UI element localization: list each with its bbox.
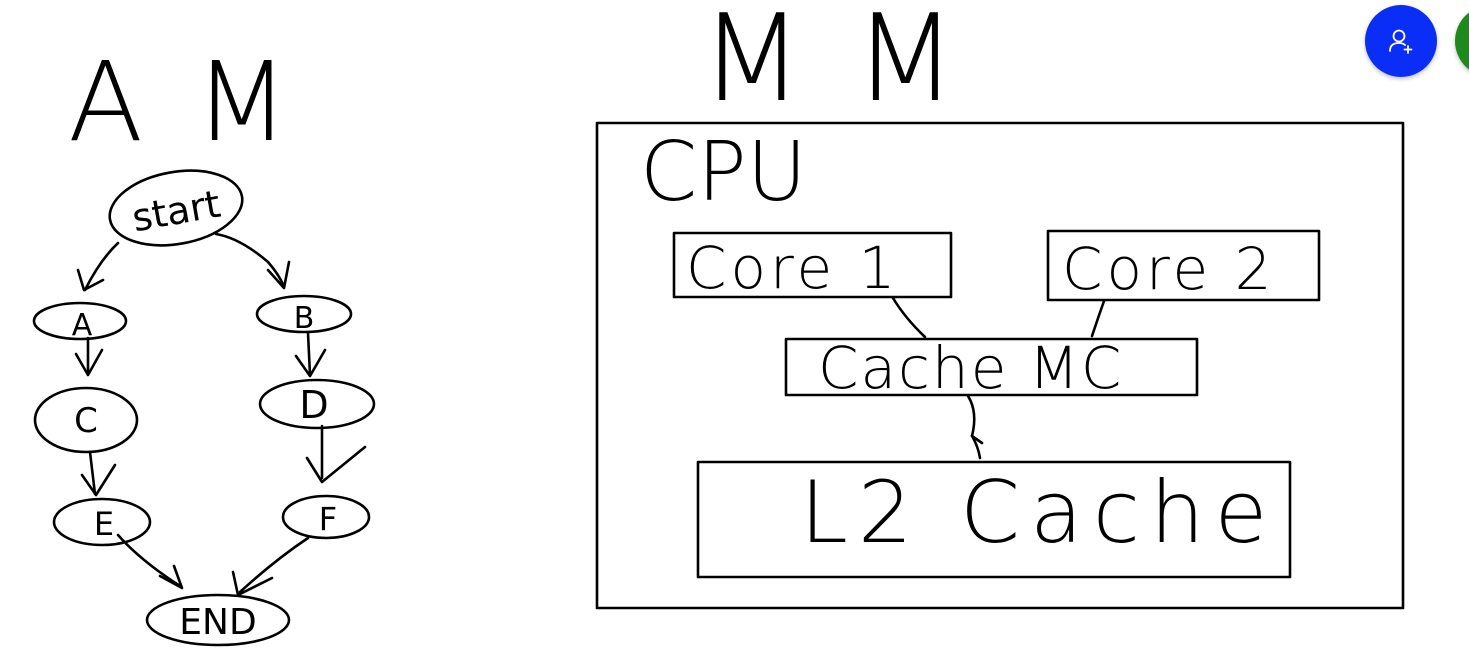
arrow-b-to-d xyxy=(294,331,327,378)
core1-box xyxy=(672,231,953,299)
node-f-label: F xyxy=(319,500,337,538)
left-heading: A M xyxy=(68,38,297,166)
cache-mc-box xyxy=(784,337,1199,397)
arrow-d-to-f xyxy=(305,424,367,484)
l2-cache-box xyxy=(696,460,1292,579)
link-core2-to-cache xyxy=(1090,299,1106,338)
node-c-label: C xyxy=(74,401,98,441)
node-start-ellipse xyxy=(108,169,244,247)
arrow-c-to-e xyxy=(80,450,117,497)
node-b-label: B xyxy=(294,301,315,336)
arrow-a-to-c xyxy=(74,336,104,377)
cache-mc-label: Cache MC xyxy=(818,334,1123,402)
cpu-box xyxy=(595,121,1405,610)
arrow-e-to-end xyxy=(116,533,184,590)
link-cache-to-l2 xyxy=(966,394,984,460)
arrow-start-to-b xyxy=(214,232,291,290)
core2-box xyxy=(1046,229,1321,302)
node-end-ellipse xyxy=(145,593,291,647)
cpu-label: CPU xyxy=(640,125,807,220)
node-e-label: E xyxy=(94,505,114,543)
node-d-ellipse xyxy=(258,378,376,430)
right-heading: M M xyxy=(700,0,963,129)
node-b-ellipse xyxy=(255,294,353,334)
invite-user-button[interactable] xyxy=(1365,5,1437,77)
node-a-label: A xyxy=(72,308,93,343)
node-a-ellipse xyxy=(32,301,128,341)
node-d-label: D xyxy=(299,383,328,427)
node-e-ellipse xyxy=(52,497,152,547)
core2-label: Core 2 xyxy=(1062,235,1276,303)
node-f-ellipse xyxy=(281,494,371,540)
arrow-f-to-end xyxy=(231,536,310,597)
node-c-ellipse xyxy=(33,386,139,454)
arrow-start-to-a xyxy=(76,241,120,292)
node-end-label: END xyxy=(179,602,256,643)
l2-cache-label: L2 Cache xyxy=(800,463,1277,563)
add-person-icon xyxy=(1389,29,1413,54)
node-start-label: start xyxy=(129,182,224,241)
link-core1-to-cache xyxy=(891,296,927,339)
core1-label: Core 1 xyxy=(686,234,900,302)
